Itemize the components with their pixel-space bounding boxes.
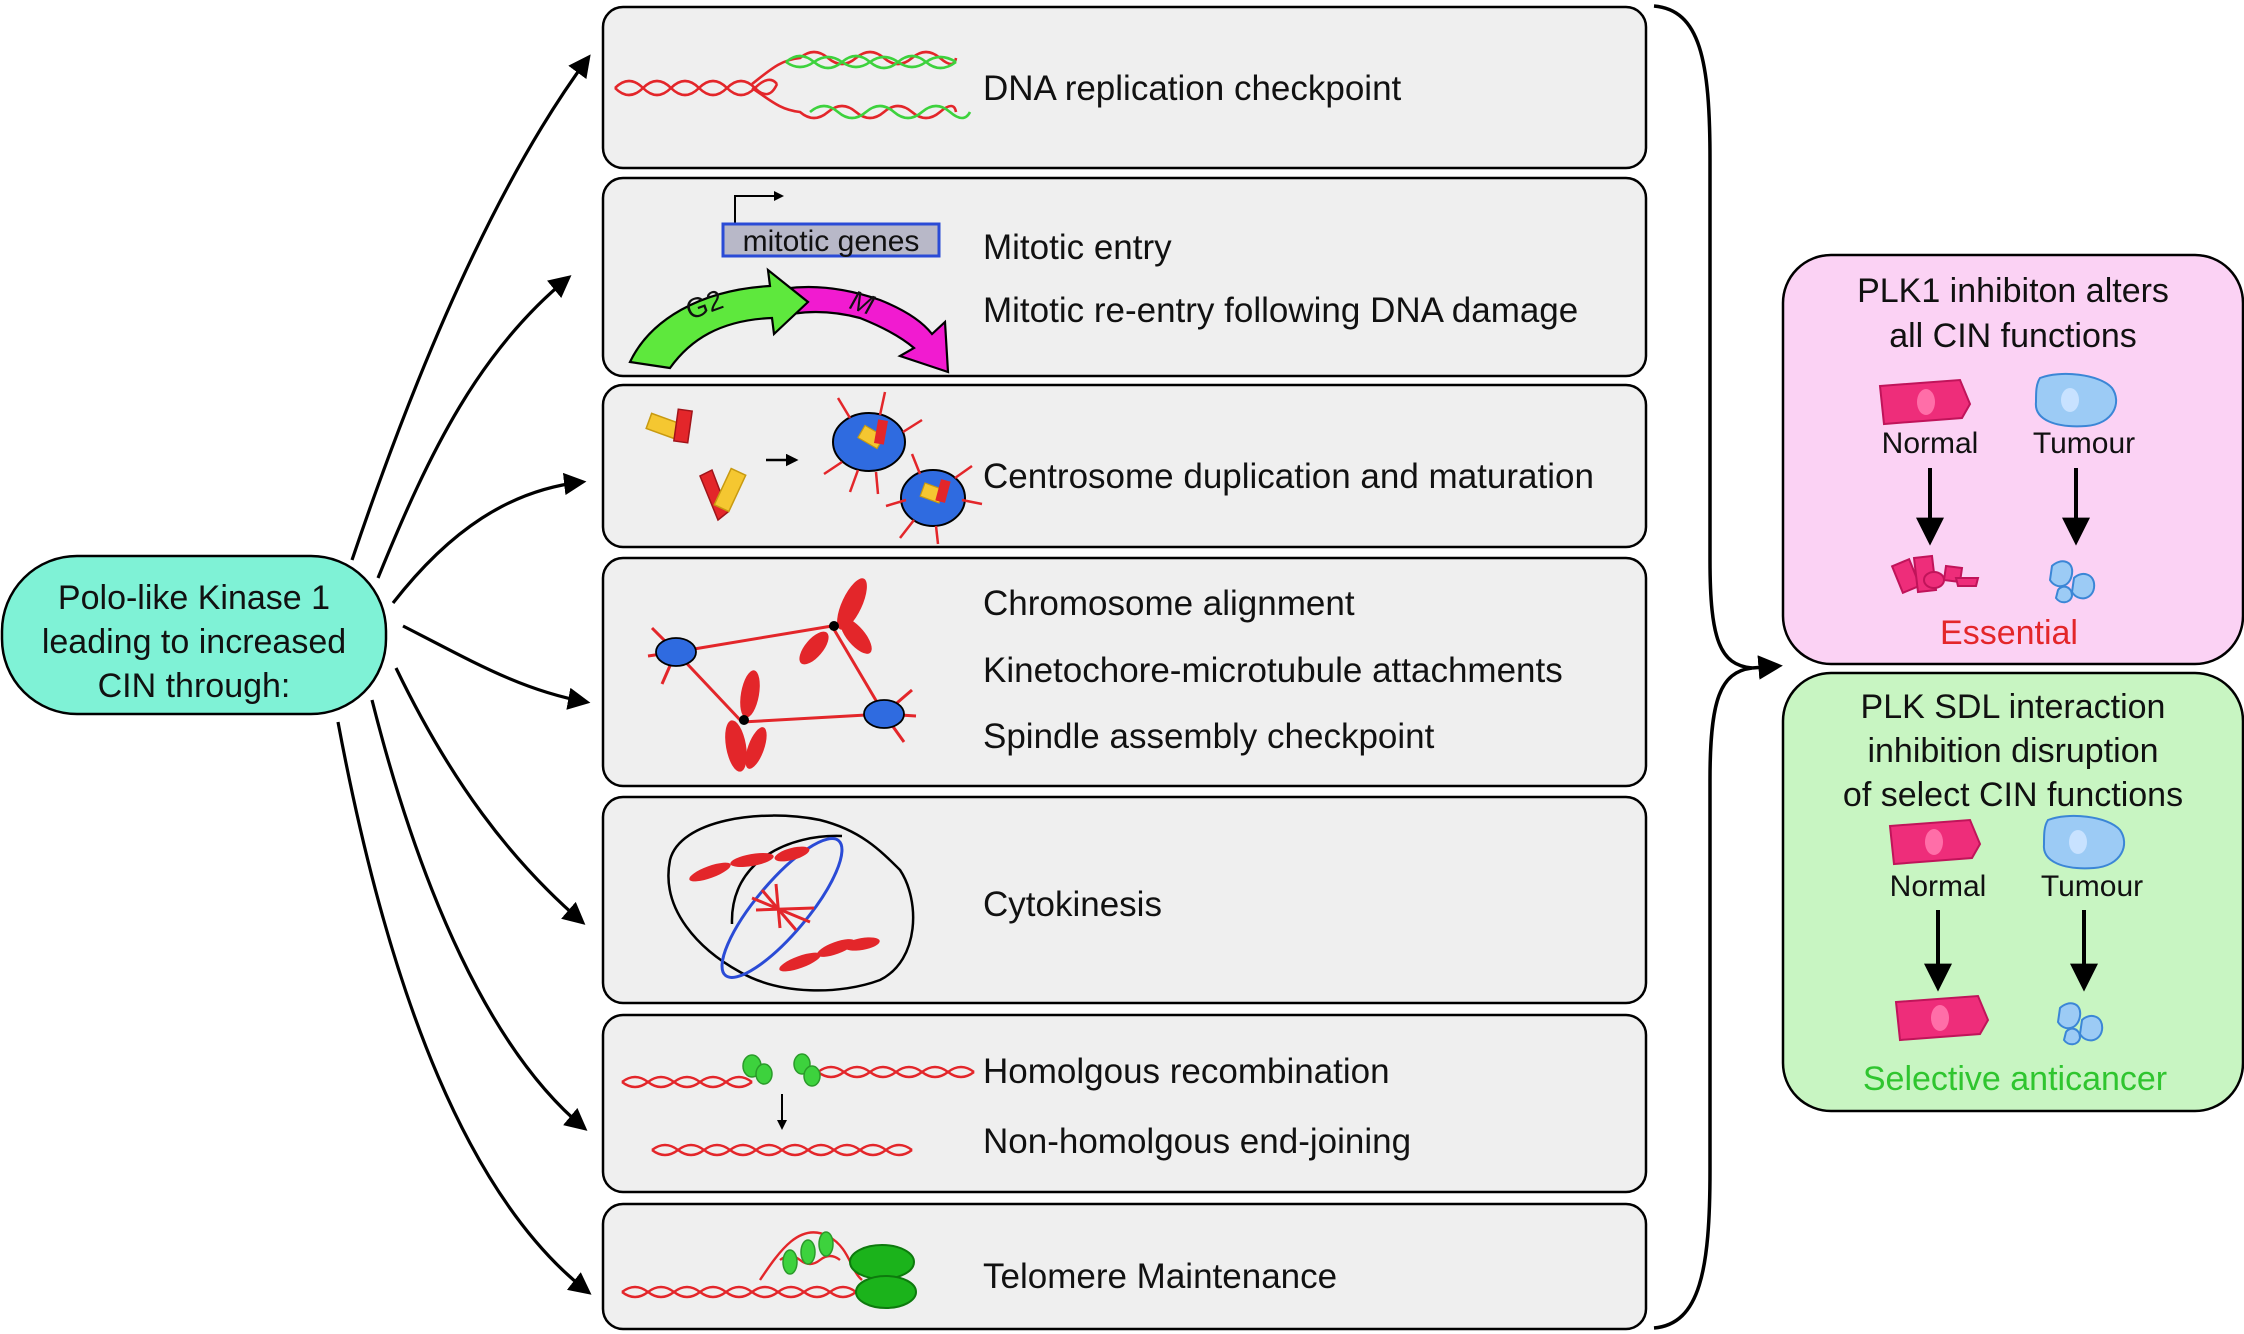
panel-cytokinesis: Cytokinesis bbox=[601, 795, 1648, 1005]
source-line-3: CIN through: bbox=[98, 667, 291, 705]
arrow-to-centrosome bbox=[391, 472, 587, 604]
tumour-cell-icon bbox=[2034, 372, 2117, 428]
mitotic-genes-label: mitotic genes bbox=[743, 225, 920, 258]
outcome-2-title-3: of select CIN functions bbox=[1843, 776, 2183, 814]
outcome-1-normal-label: Normal bbox=[1882, 427, 1979, 460]
fragmented-normal-cell-icon bbox=[1890, 554, 1980, 595]
panel-chromosome-line-1: Chromosome alignment bbox=[983, 584, 1355, 623]
panel-centrosome-line-1: Centrosome duplication and maturation bbox=[983, 457, 1594, 496]
source-line-1: Polo-like Kinase 1 bbox=[58, 579, 330, 617]
panel-telomere: Telomere Maintenance bbox=[601, 1202, 1648, 1331]
panel-replication: DNA replication checkpoint bbox=[601, 5, 1648, 170]
outcome-2-result: Selective anticancer bbox=[1863, 1060, 2167, 1098]
panel-chromosome-line-3: Spindle assembly checkpoint bbox=[983, 717, 1435, 756]
outcome-1-title-2: all CIN functions bbox=[1889, 317, 2137, 355]
arrow-to-replication bbox=[350, 54, 591, 561]
panel-chromosome: Chromosome alignment Kinetochore-microtu… bbox=[601, 556, 1648, 788]
panel-cytokinesis-line-1: Cytokinesis bbox=[983, 885, 1162, 924]
outcome-2-normal-label: Normal bbox=[1890, 870, 1987, 903]
dividing-cell-icon bbox=[667, 814, 915, 992]
normal-cell-icon bbox=[1878, 378, 1972, 426]
dna-repair-icon bbox=[621, 1053, 975, 1157]
cell-cycle-arrow-icon: mitotic genes G2 M bbox=[628, 191, 950, 374]
arrow-to-cytokinesis bbox=[394, 667, 586, 925]
outcome-2-title-2: inhibition disruption bbox=[1867, 732, 2158, 770]
dna-replication-fork-icon bbox=[614, 50, 972, 120]
outcome-sdl-interaction: PLK SDL interaction inhibition disruptio… bbox=[1781, 671, 2244, 1113]
arrow-to-recombination bbox=[370, 699, 588, 1131]
source-line-2: leading to increased bbox=[42, 623, 346, 661]
outcome-2-tumour-label: Tumour bbox=[2041, 870, 2143, 903]
arrow-to-chromosome bbox=[402, 624, 591, 710]
arrow-to-mitotic bbox=[376, 275, 572, 579]
panel-recombination-line-2: Non-homolgous end-joining bbox=[983, 1122, 1411, 1161]
normal-cell-icon bbox=[1888, 818, 1982, 866]
panel-recombination: Homolgous recombination Non-homolgous en… bbox=[601, 1013, 1648, 1194]
panel-telomere-line-1: Telomere Maintenance bbox=[983, 1257, 1337, 1296]
mitotic-spindle-icon bbox=[647, 578, 917, 772]
source-node: Polo-like Kinase 1 leading to increased … bbox=[0, 554, 388, 716]
grouping-brace bbox=[1653, 4, 1783, 1330]
fragmented-tumour-cell-icon bbox=[2056, 1002, 2104, 1046]
panel-mitotic: mitotic genes G2 M Mitotic entry Mitotic… bbox=[601, 176, 1648, 378]
outcome-plk1-inhibition: PLK1 inhibiton alters all CIN functions … bbox=[1781, 253, 2244, 666]
fragmented-tumour-cell-icon bbox=[2048, 560, 2096, 604]
outcome-1-tumour-label: Tumour bbox=[2033, 427, 2135, 460]
panel-mitotic-line-1: Mitotic entry bbox=[983, 228, 1172, 267]
arrow-to-telomere bbox=[336, 721, 592, 1295]
outcome-2-title-1: PLK SDL interaction bbox=[1861, 688, 2166, 726]
panel-replication-line-1: DNA replication checkpoint bbox=[983, 69, 1402, 108]
fanout-arrows bbox=[336, 54, 592, 1295]
telomere-icon bbox=[621, 1231, 917, 1309]
intact-normal-cell-icon bbox=[1894, 994, 1990, 1042]
tumour-cell-icon bbox=[2042, 814, 2125, 870]
panel-chromosome-line-2: Kinetochore-microtubule attachments bbox=[983, 651, 1563, 690]
panel-mitotic-line-2: Mitotic re-entry following DNA damage bbox=[983, 291, 1578, 330]
panel-centrosome: Centrosome duplication and maturation bbox=[601, 383, 1648, 549]
outcome-1-result: Essential bbox=[1940, 614, 2078, 652]
centrosome-duplication-icon bbox=[645, 391, 983, 545]
panel-recombination-line-1: Homolgous recombination bbox=[983, 1052, 1390, 1091]
outcome-1-title-1: PLK1 inhibiton alters bbox=[1857, 272, 2169, 310]
